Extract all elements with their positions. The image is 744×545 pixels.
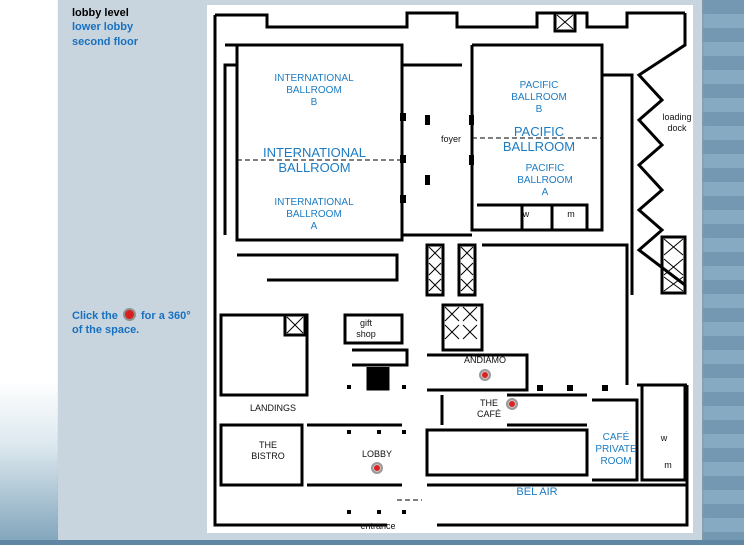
- room-label-line: gift: [359, 318, 372, 328]
- room-label-line: BALLROOM: [502, 139, 576, 154]
- hotspot-andiamo-360[interactable]: [479, 369, 491, 381]
- room-restroom-men: m: [567, 209, 575, 219]
- room-label-line: PACIFIC: [513, 124, 565, 139]
- room-label-line: THE: [480, 398, 498, 408]
- room-international-ballroom-b: INTERNATIONAL BALLROOM B: [269, 73, 359, 109]
- hotspot-icon: [122, 308, 136, 321]
- nav-link-second-floor[interactable]: second floor: [72, 36, 139, 48]
- room-label-line: PACIFIC: [525, 163, 565, 174]
- room-label-line: B: [535, 104, 543, 115]
- room-label-line: BISTRO: [251, 451, 285, 461]
- floor-plan-drawing: [213, 11, 689, 527]
- hotspot-lobby-360[interactable]: [371, 462, 383, 474]
- room-restroom-women: w: [522, 209, 530, 219]
- room-label-line: INTERNATIONAL: [274, 197, 354, 208]
- room-foyer: foyer: [440, 134, 461, 144]
- hint-text-after: for a 360° of the space.: [72, 310, 191, 336]
- room-restroom-women-2: w: [660, 433, 668, 443]
- hint-text-before: Click the: [72, 310, 118, 322]
- hotspot-the-cafe-360[interactable]: [506, 398, 518, 410]
- room-landings: LANDINGS: [249, 403, 296, 413]
- room-label-line: A: [310, 221, 318, 232]
- bottom-band: [0, 540, 744, 545]
- room-label-line: BALLROOM: [278, 160, 351, 175]
- room-lobby: LOBBY: [361, 449, 392, 459]
- room-label-line: shop: [356, 329, 376, 339]
- room-label-line: BALLROOM: [511, 92, 567, 103]
- room-label-line: loading: [662, 112, 692, 122]
- room-label-line: dock: [667, 123, 687, 133]
- room-cafe-private-room: CAFÉ PRIVATE ROOM: [590, 432, 642, 468]
- room-label-line: PACIFIC: [519, 80, 559, 91]
- room-label-line: PRIVATE: [595, 444, 637, 455]
- room-label-line: CAFÉ: [476, 409, 501, 419]
- room-pacific-ballroom: PACIFIC BALLROOM: [494, 124, 584, 154]
- room-label-line: INTERNATIONAL: [274, 73, 354, 84]
- room-label-line: THE: [259, 440, 277, 450]
- nav-link-lower-lobby[interactable]: lower lobby: [72, 21, 134, 33]
- room-label-line: INTERNATIONAL: [262, 145, 367, 160]
- room-label-line: BALLROOM: [286, 209, 342, 220]
- room-loading-dock: loading dock: [655, 112, 699, 134]
- room-label-line: ROOM: [600, 456, 632, 467]
- room-pacific-ballroom-a: PACIFIC BALLROOM A: [505, 163, 585, 199]
- sidebar: lobby level lower lobby second floor Cli…: [58, 0, 206, 540]
- room-label-line: BALLROOM: [286, 85, 342, 96]
- room-the-cafe: THE CAFÉ: [469, 398, 509, 420]
- entrance-label: entrance: [360, 521, 396, 531]
- room-international-ballroom: INTERNATIONAL BALLROOM: [257, 145, 372, 175]
- room-bel-air: BEL AIR: [516, 486, 558, 498]
- room-international-ballroom-a: INTERNATIONAL BALLROOM A: [269, 197, 359, 233]
- room-pacific-ballroom-b: PACIFIC BALLROOM B: [499, 80, 579, 116]
- room-label-line: B: [310, 97, 318, 108]
- room-the-bistro: THE BISTRO: [243, 440, 293, 462]
- room-label-line: CAFÉ: [602, 432, 630, 443]
- room-label-line: BALLROOM: [517, 175, 573, 186]
- room-gift-shop: gift shop: [347, 318, 385, 340]
- room-label-line: A: [541, 187, 549, 198]
- hotspot-hint: Click the for a 360° of the space.: [72, 308, 202, 337]
- nav-current-level: lobby level: [72, 7, 129, 19]
- room-restroom-men-2: m: [664, 460, 672, 470]
- page-background-left: [0, 0, 58, 545]
- room-andiamo: ANDIAMO: [463, 355, 506, 365]
- page-background-right: [702, 0, 744, 545]
- floor-plan: INTERNATIONAL BALLROOM B INTERNATIONAL B…: [207, 5, 693, 533]
